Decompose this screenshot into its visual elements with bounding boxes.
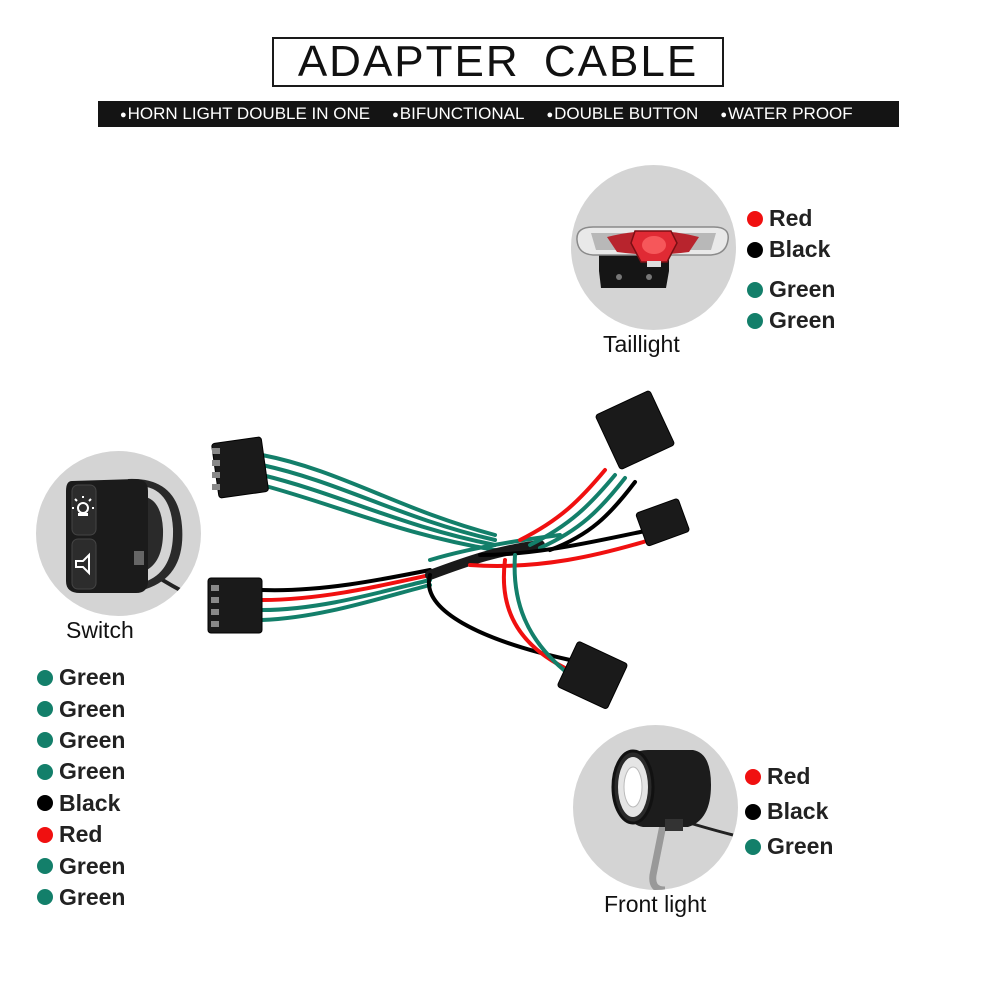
wire-entry: Black (747, 234, 835, 265)
front-light-caption: Front light (604, 891, 707, 917)
wire-color-dot (745, 803, 761, 820)
wire-entry: Red (747, 203, 835, 234)
wire-entry: Black (745, 794, 833, 829)
taillight-circle (571, 165, 736, 330)
wire-color-dot (745, 838, 761, 855)
wire-color-dot (747, 312, 763, 329)
wire-color-dot (747, 241, 763, 258)
wire-color-dot (37, 701, 53, 718)
feature-item: ●HORN LIGHT DOUBLE IN ONE (120, 104, 371, 123)
wire-entry: Red (745, 759, 833, 794)
taillight-icon (576, 226, 729, 288)
wire-color-dot (37, 669, 53, 686)
taillight-caption: Taillight (603, 331, 680, 357)
wire-entry: Green (747, 274, 835, 305)
wire-color-dot (37, 858, 53, 875)
switch-circle (36, 451, 201, 616)
wire-color-dot (37, 889, 53, 906)
wire-entry: Green (37, 882, 125, 913)
wire-entry: Red (37, 819, 125, 850)
wire-color-dot (37, 795, 53, 812)
front-light-circle (573, 725, 738, 890)
handlebar-switch-icon (66, 478, 201, 603)
wire-entry: Green (37, 756, 125, 787)
switch-caption: Switch (66, 617, 134, 643)
front-light-wire-list: Red Black Green (745, 759, 833, 864)
wire-entry: Green (37, 725, 125, 756)
feature-item: ●DOUBLE BUTTON (546, 104, 699, 123)
wire-entry: Green (37, 850, 125, 881)
feature-item: ●WATER PROOF (720, 104, 853, 123)
wire-color-dot (745, 768, 761, 785)
taillight-wire-list: Red Black Green Green (747, 203, 835, 336)
wire-entry: Green (37, 662, 125, 693)
page-title: ADAPTER CABLE (272, 37, 724, 87)
wire-entry: Black (37, 788, 125, 819)
wire-color-dot (747, 281, 763, 298)
wire-entry: Green (745, 829, 833, 864)
switch-wire-list: Green Green Green Green Black Red Green … (37, 662, 125, 913)
wire-entry: Green (37, 693, 125, 724)
headlight-icon (611, 749, 734, 890)
wire-color-dot (37, 732, 53, 749)
feature-item: ●BIFUNCTIONAL (392, 104, 525, 123)
wire-entry: Green (747, 305, 835, 336)
wire-color-dot (747, 210, 763, 227)
wire-color-dot (37, 763, 53, 780)
wire-color-dot (37, 826, 53, 843)
feature-bar: ●HORN LIGHT DOUBLE IN ONE ●BIFUNCTIONAL … (98, 101, 899, 127)
